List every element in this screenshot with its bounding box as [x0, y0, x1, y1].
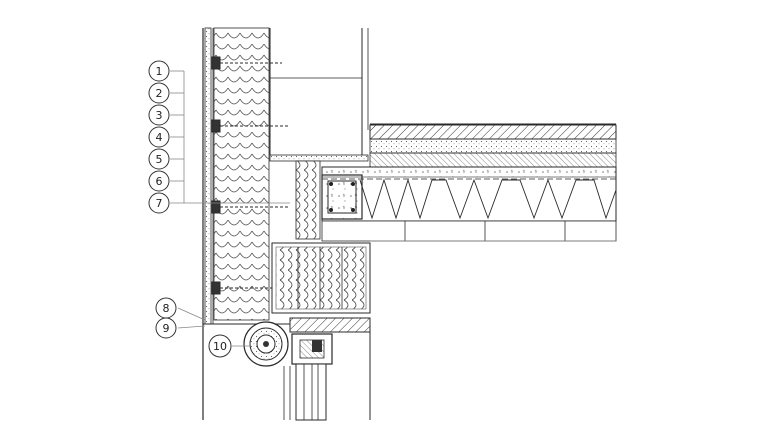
roller-shutter — [243, 321, 289, 367]
callout-8: 8 — [155, 297, 177, 319]
callout-10: 10 — [208, 334, 232, 358]
impact-insulation-layer — [369, 152, 617, 168]
callout-label: 10 — [213, 340, 227, 353]
callout-label: 6 — [156, 175, 163, 188]
floor-finish-layer — [369, 123, 617, 140]
callout-2: 2 — [148, 82, 170, 104]
screed-layer — [369, 138, 617, 154]
callout-label: 2 — [156, 87, 163, 100]
upper-inner-wall — [269, 28, 369, 162]
insulation-anchors — [211, 56, 288, 295]
ring-beam-insulation — [295, 160, 321, 240]
ring-beam — [321, 174, 363, 220]
callout-label: 5 — [156, 153, 163, 166]
ceiling-boards — [321, 220, 617, 242]
callout-6: 6 — [148, 170, 170, 192]
wall-insulation — [213, 27, 270, 321]
floor-slab — [321, 166, 617, 222]
callout-4: 4 — [148, 126, 170, 148]
callout-1: 1 — [148, 60, 170, 82]
callout-label: 7 — [156, 197, 163, 210]
callout-9: 9 — [155, 317, 177, 339]
callout-leaders — [170, 70, 290, 347]
callout-5: 5 — [148, 148, 170, 170]
lintel-insulation — [271, 242, 371, 314]
callout-label: 8 — [163, 302, 170, 315]
wall-cladding — [202, 27, 214, 420]
window-frame — [283, 332, 371, 421]
callout-label: 4 — [156, 131, 163, 144]
callout-label: 9 — [163, 322, 170, 335]
callout-7: 7 — [148, 192, 170, 214]
callout-label: 3 — [156, 109, 163, 122]
callout-3: 3 — [148, 104, 170, 126]
callout-label: 1 — [156, 65, 163, 78]
